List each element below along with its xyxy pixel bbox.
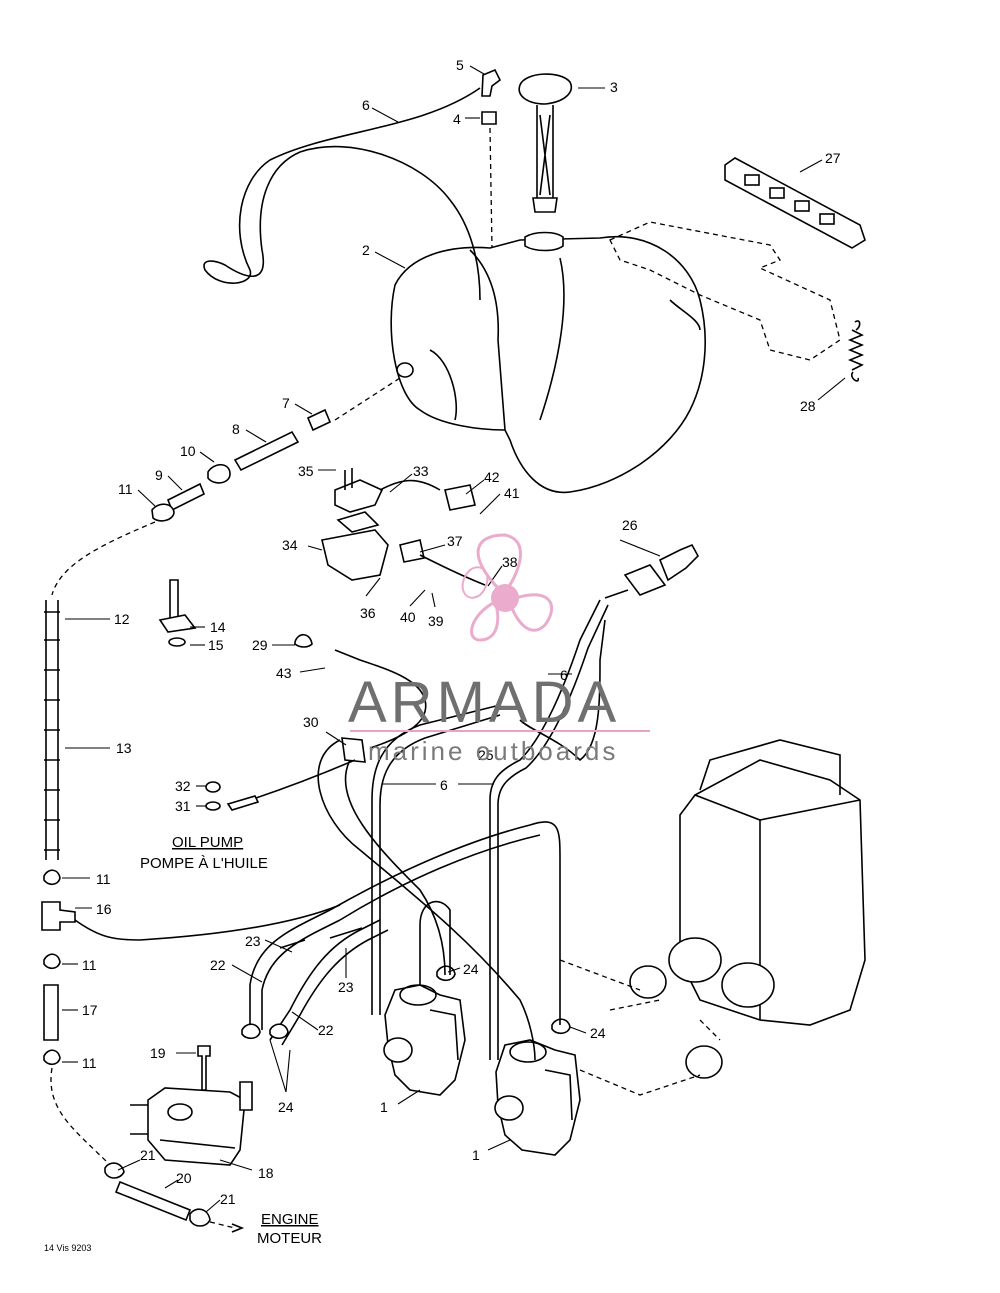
callout-36: 36 xyxy=(360,605,376,621)
callout-31: 31 xyxy=(175,798,191,814)
callout-24: 24 xyxy=(590,1025,606,1041)
lower-oil-line xyxy=(41,869,76,1066)
vent-hose-upper xyxy=(203,87,481,301)
callout-6: 6 xyxy=(440,777,448,793)
callout-7: 7 xyxy=(282,395,290,411)
callout-11: 11 xyxy=(96,871,111,887)
tank-fitting xyxy=(604,543,699,599)
callout-6: 6 xyxy=(362,97,370,113)
callout-23: 23 xyxy=(338,979,354,995)
callout-26: 26 xyxy=(622,517,638,533)
engine-caption-en: ENGINE xyxy=(261,1211,319,1228)
oil-pump-caption-fr: POMPE À L'HUILE xyxy=(140,855,268,872)
callout-24: 24 xyxy=(463,961,479,977)
callout-6: 6 xyxy=(560,667,568,683)
callout-5: 5 xyxy=(456,57,464,73)
callout-16: 16 xyxy=(96,901,112,917)
carburetor-upper xyxy=(383,984,466,1096)
callout-13: 13 xyxy=(116,740,132,756)
carb-fuel-hoses xyxy=(249,909,389,1046)
carburetor-lower xyxy=(494,1039,581,1156)
callout-11: 11 xyxy=(82,957,97,973)
callout-41: 41 xyxy=(504,485,520,501)
engine-caption-fr: MOTEUR xyxy=(257,1230,322,1247)
callout-10: 10 xyxy=(180,443,196,459)
callout-19: 19 xyxy=(150,1045,166,1061)
tank-outlet-fittings xyxy=(151,408,332,522)
callout-1: 1 xyxy=(380,1099,388,1115)
callout-4: 4 xyxy=(453,111,461,127)
callout-14: 14 xyxy=(210,619,226,635)
callout-22: 22 xyxy=(210,957,226,973)
callout-11: 11 xyxy=(118,481,133,497)
callout-30: 30 xyxy=(303,714,319,730)
callout-21: 21 xyxy=(140,1147,156,1163)
callout-28: 28 xyxy=(800,398,816,414)
callout-3: 3 xyxy=(610,79,618,95)
tank-cap xyxy=(518,73,572,213)
callout-18: 18 xyxy=(258,1165,274,1181)
drawing-reference: 14 Vis 9203 xyxy=(44,1243,91,1253)
callout-11: 11 xyxy=(82,1055,97,1071)
oil-pump-cable xyxy=(205,633,427,811)
callout-22: 22 xyxy=(318,1022,334,1038)
support-frame xyxy=(609,221,841,361)
spring xyxy=(847,320,865,382)
engine-oil-hose xyxy=(104,1162,211,1227)
callout-23: 23 xyxy=(245,933,261,949)
tank-strap-bracket xyxy=(724,157,866,249)
watermark-title: ARMADA xyxy=(348,670,620,735)
pump-screw xyxy=(197,1045,211,1091)
callout-17: 17 xyxy=(82,1002,98,1018)
callout-numbers: 1 1 2 3 4 5 6 6 6 7 8 9 10 11 11 11 11 1… xyxy=(82,57,841,1207)
callout-34: 34 xyxy=(282,537,298,553)
callout-39: 39 xyxy=(428,613,444,629)
callout-25: 25 xyxy=(478,747,494,763)
callout-32: 32 xyxy=(175,778,191,794)
oil-hose-corrugated xyxy=(44,600,60,860)
callout-29: 29 xyxy=(252,637,268,653)
callout-35: 35 xyxy=(298,463,314,479)
callout-40: 40 xyxy=(400,609,416,625)
cable-bracket xyxy=(158,579,197,647)
vent-elbow xyxy=(481,68,502,125)
oil-pump xyxy=(130,1081,253,1166)
callout-12: 12 xyxy=(114,611,130,627)
callout-24: 24 xyxy=(278,1099,294,1115)
callout-21: 21 xyxy=(220,1191,236,1207)
throttle-cables xyxy=(317,739,561,1061)
callout-27: 27 xyxy=(825,150,841,166)
callout-42: 42 xyxy=(484,469,500,485)
callout-2: 2 xyxy=(362,242,370,258)
oil-pump-caption-en: OIL PUMP xyxy=(172,834,243,851)
watermark-logo: ARMADA marine outboards xyxy=(348,533,650,766)
callout-15: 15 xyxy=(208,637,224,653)
callout-38: 38 xyxy=(502,554,518,570)
fuel-tank xyxy=(390,231,706,494)
callout-9: 9 xyxy=(155,467,163,483)
air-silencer xyxy=(629,739,866,1079)
callout-leaders xyxy=(62,65,846,1213)
callout-20: 20 xyxy=(176,1170,192,1186)
callout-8: 8 xyxy=(232,421,240,437)
callout-43: 43 xyxy=(276,665,292,681)
callout-37: 37 xyxy=(447,533,463,549)
watermark-subtitle: marine outboards xyxy=(368,736,618,766)
oil-level-sensor xyxy=(321,468,486,586)
propeller-icon xyxy=(461,533,554,642)
callout-33: 33 xyxy=(413,463,429,479)
callout-1: 1 xyxy=(472,1147,480,1163)
